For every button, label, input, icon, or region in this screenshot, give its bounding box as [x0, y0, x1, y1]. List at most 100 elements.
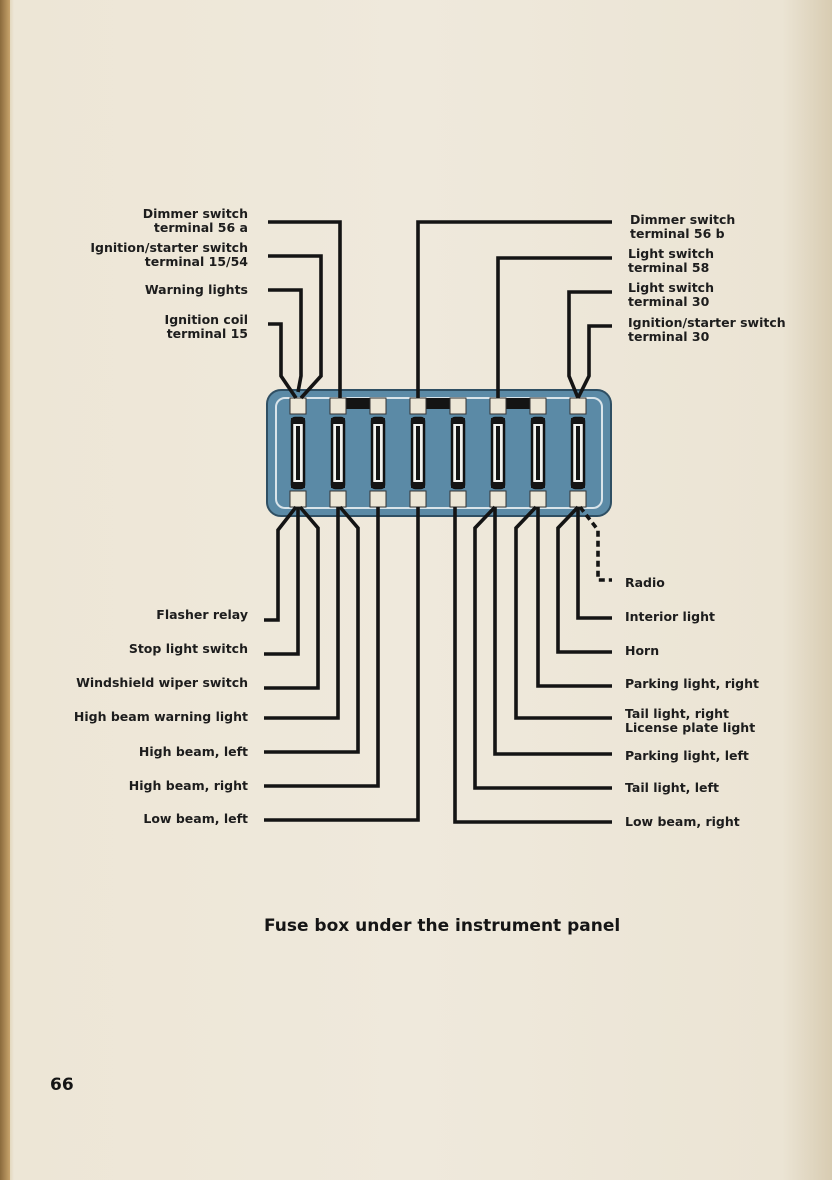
diagram-caption: Fuse box under the instrument panel — [264, 916, 621, 936]
fuse-element — [536, 426, 540, 480]
label-warning-lights: Warning lights — [144, 282, 248, 297]
wire-horn — [556, 505, 612, 654]
wire-low-beam-right — [453, 507, 612, 824]
wire-high-beam-right — [264, 507, 380, 788]
fuse-cap-bottom — [571, 482, 585, 488]
wire-parking-right — [536, 507, 612, 688]
fuse-cap-bottom — [451, 482, 465, 488]
fuse-cap-top — [291, 418, 305, 424]
label-interior-light: Interior light — [625, 609, 715, 624]
wire-interior-light — [576, 507, 612, 620]
fuse-top-terminal — [289, 397, 307, 415]
fuse-cap-top — [371, 418, 385, 424]
wire-tail-left — [473, 505, 612, 790]
label-tail-light-left: Tail light, left — [625, 780, 719, 795]
wire-radio-dashed — [578, 505, 612, 582]
wire-warning-lights — [268, 288, 303, 393]
fuse-7 — [529, 397, 547, 508]
fuse-bottom-terminal — [289, 490, 307, 508]
label-low-beam-right: Low beam, right — [625, 814, 740, 829]
fuse-cap-bottom — [491, 482, 505, 488]
label-parking-light-right: Parking light, right — [625, 676, 759, 691]
label-parking-light-left: Parking light, left — [625, 748, 749, 763]
fuse-6 — [489, 397, 507, 508]
fuse-3 — [369, 397, 387, 508]
label-high-beam-warning-light: High beam warning light — [73, 709, 248, 724]
fuse-cap-bottom — [291, 482, 305, 488]
fuse-element — [496, 426, 500, 480]
bus-bar-2 — [418, 398, 458, 409]
fuse-1 — [289, 397, 307, 508]
fuse-element — [376, 426, 380, 480]
fuse-element — [456, 426, 460, 480]
fuse-bottom-terminal — [369, 490, 387, 508]
fuse-cap-bottom — [411, 482, 425, 488]
fuse-element — [416, 426, 420, 480]
fuse-element — [296, 426, 300, 480]
bus-bar-3 — [498, 398, 538, 409]
fuse-4 — [409, 397, 427, 508]
fuse-bottom-terminal — [489, 490, 507, 508]
label-radio: Radio — [625, 575, 665, 590]
wire-windshield-wiper — [264, 505, 320, 690]
wire-high-beam-warning — [264, 507, 340, 720]
wire-dimmer-56b — [416, 220, 612, 398]
fuse-bottom-terminal — [329, 490, 347, 508]
label-flasher-relay: Flasher relay — [156, 607, 248, 622]
fuse-cap-bottom — [531, 482, 545, 488]
wire-dimmer-56a — [268, 220, 342, 398]
bus-bar-1 — [340, 398, 380, 409]
wire-ignition-coil-15 — [268, 322, 298, 400]
fuse-cap-top — [571, 418, 585, 424]
wire-parking-left — [493, 507, 612, 756]
fuse-bottom-terminal — [409, 490, 427, 508]
wire-high-beam-left — [264, 505, 360, 754]
fuse-cap-top — [491, 418, 505, 424]
fuse-top-terminal — [329, 397, 347, 415]
fuse-top-terminal — [409, 397, 427, 415]
fuse-cap-top — [451, 418, 465, 424]
fuse-cap-bottom — [371, 482, 385, 488]
wire-flasher-relay — [264, 505, 298, 622]
page-number: 66 — [50, 1075, 74, 1095]
fuse-bottom-terminal — [529, 490, 547, 508]
label-low-beam-left: Low beam, left — [143, 811, 248, 826]
wire-ignition-15-54 — [268, 254, 323, 400]
fuse-element — [336, 426, 340, 480]
fuse-cap-top — [411, 418, 425, 424]
fuse-5 — [449, 397, 467, 508]
label-stop-light-switch: Stop light switch — [128, 641, 248, 656]
wire-ignition-30 — [576, 324, 612, 399]
fuse-top-terminal — [569, 397, 587, 415]
fuse-top-terminal — [529, 397, 547, 415]
fuse-8 — [569, 397, 587, 508]
fuse-element — [576, 426, 580, 480]
fuse-cap-top — [531, 418, 545, 424]
fuse-cap-bottom — [331, 482, 345, 488]
label-high-beam-right: High beam, right — [128, 778, 248, 793]
label-windshield-wiper-switch: Windshield wiper switch — [76, 675, 248, 690]
fuse-2 — [329, 397, 347, 508]
wire-tail-right — [514, 505, 612, 720]
fuse-top-terminal — [369, 397, 387, 415]
fuse-top-terminal — [449, 397, 467, 415]
fuse-bottom-terminal — [569, 490, 587, 508]
book-spine — [0, 0, 10, 1180]
fuse-cap-top — [331, 418, 345, 424]
fuse-bottom-terminal — [449, 490, 467, 508]
fuse-top-terminal — [489, 397, 507, 415]
wire-light-switch-58 — [496, 256, 612, 398]
wire-low-beam-left — [264, 507, 420, 822]
label-horn: Horn — [625, 643, 660, 658]
wire-light-switch-30 — [567, 290, 612, 399]
wire-stop-light-switch — [264, 507, 300, 656]
